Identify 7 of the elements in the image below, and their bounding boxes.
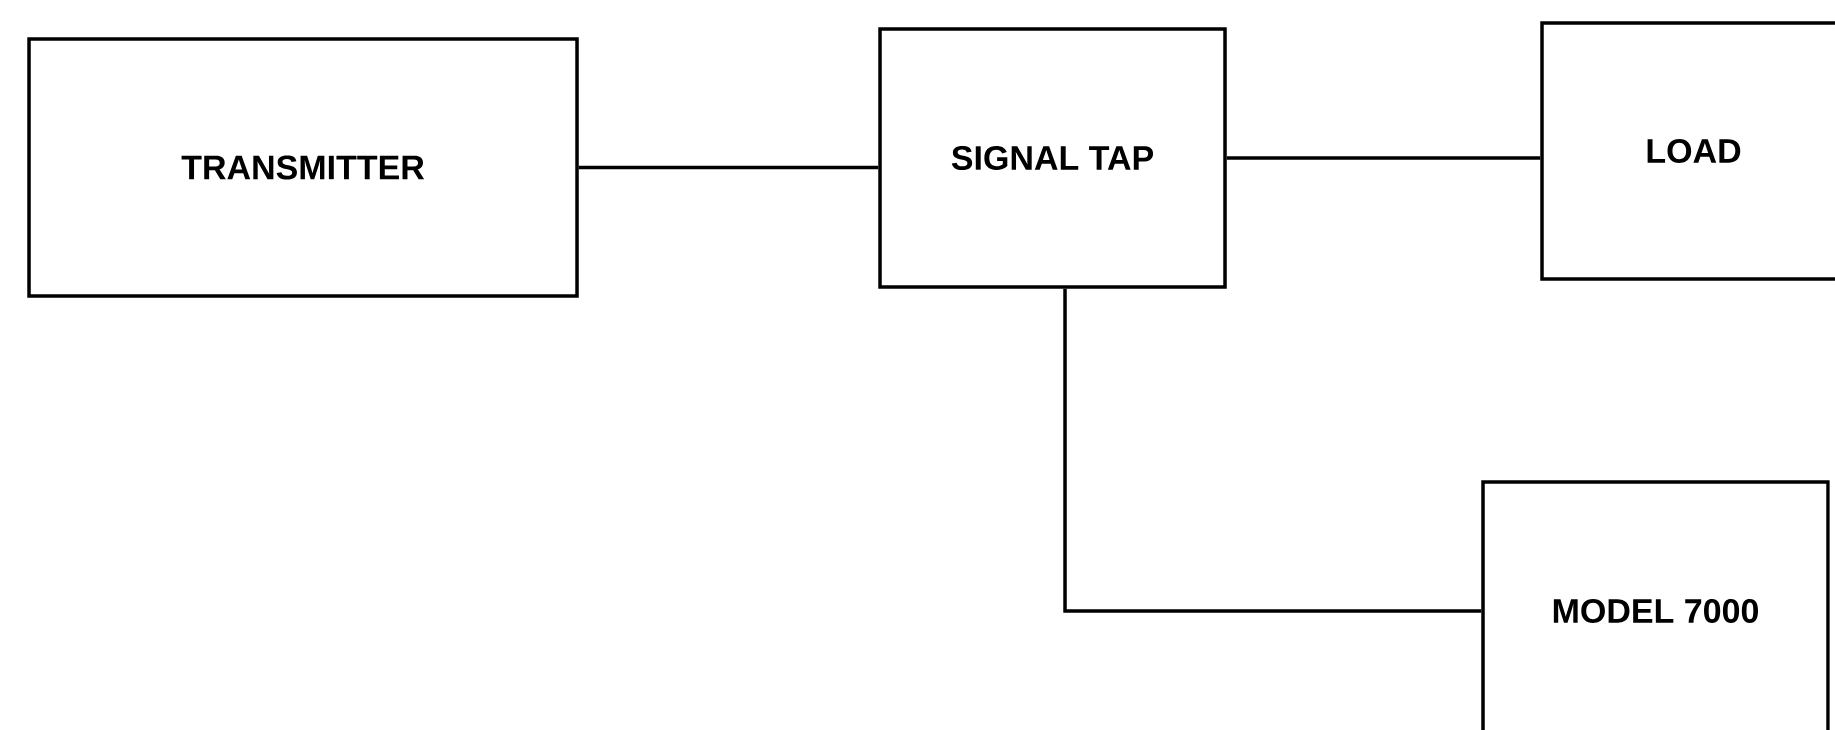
connector-line	[578, 165, 879, 170]
block-box: LOAD	[1540, 21, 1835, 281]
connector-line	[1226, 156, 1541, 160]
block-box: SIGNAL TAP	[878, 27, 1227, 289]
block-box: TRANSMITTER	[27, 37, 579, 298]
block-box: MODEL 7000	[1481, 480, 1830, 730]
connector-line	[1063, 288, 1482, 613]
